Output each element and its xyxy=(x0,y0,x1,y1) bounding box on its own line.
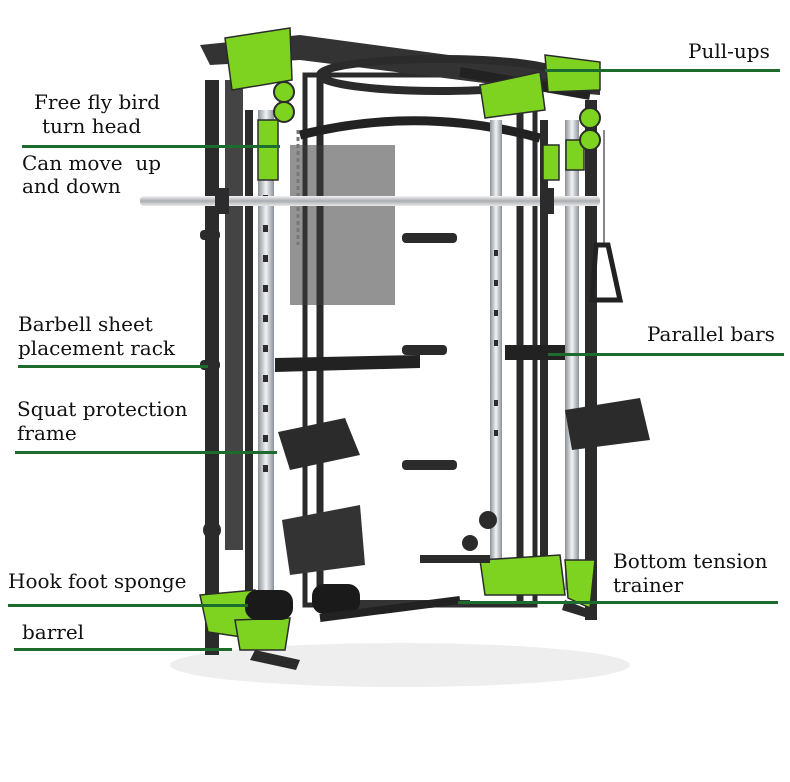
back-panel xyxy=(290,145,395,305)
base-feet xyxy=(250,600,590,670)
foot-rollers xyxy=(245,584,360,620)
label-barbell-rack-line2: placement rack xyxy=(18,336,176,360)
leader-bottom-tension xyxy=(458,601,778,604)
label-parallel-bars: Parallel bars xyxy=(647,322,775,346)
cable-handle xyxy=(589,242,624,303)
pull-up-bar xyxy=(298,116,542,143)
bottom-handle xyxy=(319,596,461,622)
safety-arms xyxy=(278,398,650,470)
leader-free-fly-bird xyxy=(22,145,280,148)
label-can-move-line1: Can move up xyxy=(22,151,162,175)
label-squat-frame-line1: Squat protection xyxy=(17,397,188,421)
leader-squat-frame xyxy=(15,451,277,454)
label-can-move-line2: and down xyxy=(22,174,121,198)
plate-pegs xyxy=(200,230,457,470)
pulley-low-left xyxy=(203,521,221,539)
label-free-fly-bird-line2: turn head xyxy=(42,114,142,138)
label-barrel: barrel xyxy=(22,620,85,644)
label-pull-ups: Pull-ups xyxy=(688,39,770,63)
floor-shadow xyxy=(170,643,630,687)
leader-parallel-bars xyxy=(548,353,784,356)
leader-pull-ups xyxy=(545,69,780,72)
right-upright-outer xyxy=(585,100,597,620)
pulley-heads xyxy=(273,81,601,151)
left-weight-stack xyxy=(225,80,243,550)
pulley-low-right xyxy=(479,511,497,529)
leg-station xyxy=(282,505,365,575)
label-bottom-tension-line2: trainer xyxy=(613,573,684,597)
green-brackets xyxy=(199,27,601,651)
smith-barbell xyxy=(140,196,600,206)
label-barbell-rack-line1: Barbell sheet xyxy=(18,312,153,336)
label-free-fly-bird-line1: Free fly bird xyxy=(34,90,161,114)
leader-barrel xyxy=(14,648,232,651)
label-hook-foot-sponge: Hook foot sponge xyxy=(8,569,187,593)
label-bottom-tension-line1: Bottom tension xyxy=(613,549,768,573)
dip-bars xyxy=(275,345,565,372)
leader-barbell-rack xyxy=(18,365,208,368)
left-upright-inner xyxy=(258,110,274,630)
leader-hook-foot-sponge xyxy=(8,604,248,607)
label-squat-frame-line2: frame xyxy=(17,421,77,445)
